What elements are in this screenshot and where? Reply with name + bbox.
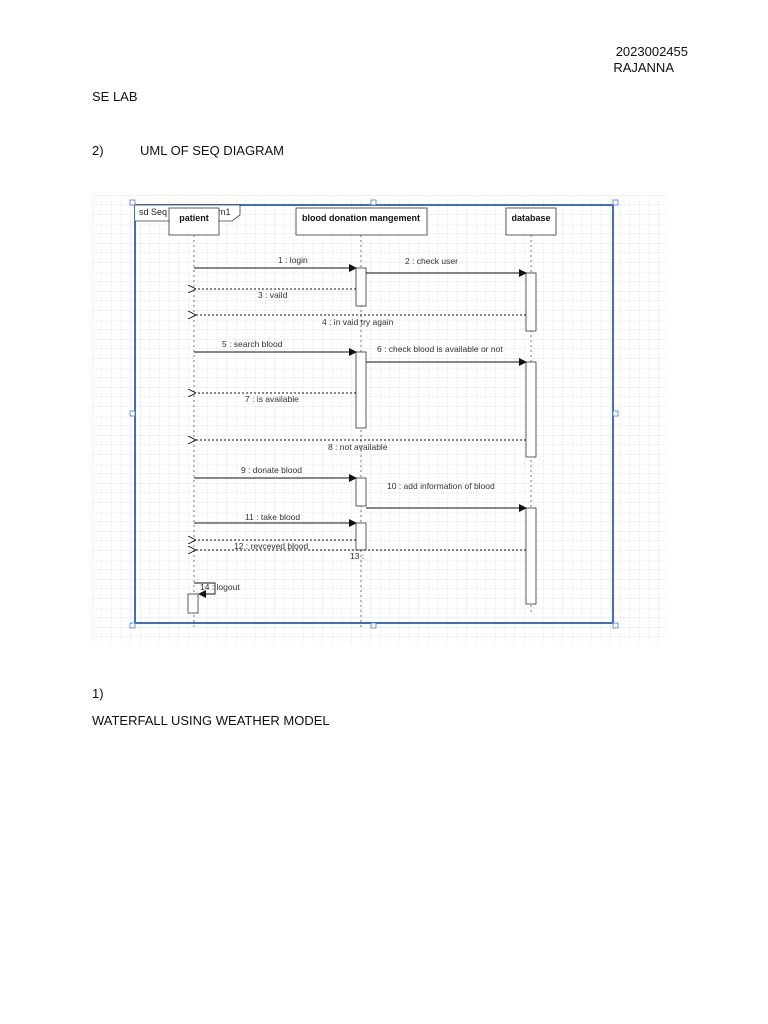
frame-label: sd Seq	[139, 207, 167, 217]
msg-4: 4 : in vaid try again	[322, 317, 394, 327]
participant-database: database	[505, 207, 557, 236]
frame-label-tail: m1	[218, 207, 231, 217]
activation-bars	[187, 267, 537, 614]
msg-5: 5 : search blood	[222, 339, 283, 349]
msg-2: 2 : check user	[405, 256, 458, 266]
msg-9: 9 : donate blood	[241, 465, 302, 475]
sequence-diagram-image: sd Seq m1 patient blood donation mangeme…	[92, 195, 667, 645]
selection-handles	[129, 199, 619, 629]
diagram-grid	[92, 195, 667, 645]
msg-12: 12 : revceved blood	[234, 541, 308, 551]
student-id: 2023002455	[615, 44, 688, 59]
participant-patient: patient	[168, 207, 220, 236]
msg-7: 7 : is available	[245, 394, 299, 404]
msg-13: 13 :	[350, 551, 364, 561]
message-arrows	[194, 264, 527, 598]
course-title: SE LAB	[92, 89, 138, 104]
section-2-number: 2)	[92, 143, 104, 158]
section-2-title: UML OF SEQ DIAGRAM	[140, 143, 284, 158]
msg-3: 3 : vaild	[258, 290, 288, 300]
student-name: RAJANNA	[613, 60, 674, 75]
message-labels: 1 : login 2 : check user 3 : vaild 4 : i…	[200, 255, 503, 592]
participant-patient-label: patient	[179, 213, 209, 223]
sequence-diagram: sd Seq m1 patient blood donation mangeme…	[92, 195, 667, 645]
participant-bdm-label: blood donation mangement	[302, 213, 420, 223]
msg-1: 1 : login	[278, 255, 308, 265]
msg-11: 11 : take blood	[245, 512, 300, 522]
msg-8: 8 : not available	[328, 442, 388, 452]
msg-14: 14 : logout	[200, 582, 240, 592]
section-1-title: WATERFALL USING WEATHER MODEL	[92, 713, 330, 728]
msg-6: 6 : check blood is available or not	[377, 344, 503, 354]
arrow-14	[194, 582, 216, 598]
msg-10: 10 : add information of blood	[387, 481, 495, 491]
section-1-number: 1)	[92, 686, 104, 701]
participant-database-label: database	[511, 213, 550, 223]
participant-blood-donation-management: blood donation mangement	[295, 207, 428, 236]
